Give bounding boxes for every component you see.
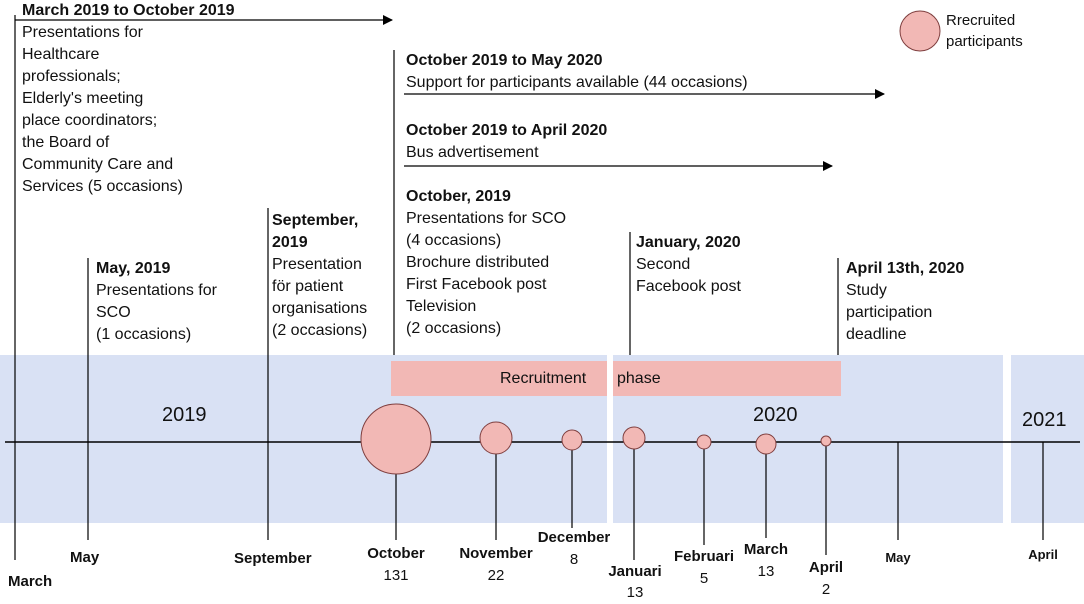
event-line: Services (5 occasions) (22, 178, 183, 195)
count-november: 22 (487, 567, 505, 584)
event-title: March 2019 to October 2019 (22, 2, 235, 19)
month-label-april-2021: April (1028, 547, 1058, 562)
recruitment-phase-label-part1: Recruitment (500, 370, 587, 387)
event-title: May, 2019 (96, 260, 171, 277)
event-line: Presentations for (96, 282, 217, 299)
bubble-februari (696, 434, 712, 450)
count-march-2020: 13 (757, 563, 775, 580)
recruitment-phase-label-part2: phase (617, 370, 661, 387)
bubble-october (360, 403, 432, 475)
band-2021 (1011, 355, 1084, 523)
event-line: deadline (846, 326, 907, 343)
bubble-december (561, 429, 583, 451)
legend-label-line1: Rrecruited (946, 12, 1016, 29)
recruitment-phase-bar-left (391, 361, 607, 396)
event-title: October, 2019 (406, 188, 511, 205)
event-line: Facebook post (636, 278, 741, 295)
recruitment-phase-bar-right (613, 361, 841, 396)
event-line: (2 occasions) (272, 322, 368, 339)
event-line: (2 occasions) (406, 320, 502, 337)
month-label-april-2020: April (808, 559, 844, 576)
month-label-september-2019: September (234, 550, 312, 567)
year-2021-label: 2021 (1022, 409, 1067, 431)
event-line: Healthcare (22, 46, 100, 63)
month-label-may-2019: May (70, 549, 100, 566)
event-line: First Facebook post (406, 276, 547, 293)
event-title: September, (272, 212, 359, 229)
event-line: för patient (272, 278, 344, 295)
event-line: place coordinators; (22, 112, 158, 129)
month-label-november: November (459, 545, 533, 562)
event-line: Television (406, 298, 477, 315)
count-januari: 13 (626, 584, 644, 601)
event-bus-advertisement: October 2019 to April 2020 Bus advertise… (406, 120, 607, 164)
event-title: April 13th, 2020 (846, 260, 965, 277)
count-februari: 5 (699, 570, 709, 587)
event-line: (1 occasions) (96, 326, 192, 343)
month-label-december: December (537, 529, 611, 546)
bubble-november (479, 421, 513, 455)
legend-label-line2: participants (946, 33, 1023, 50)
count-april-2020: 2 (821, 581, 831, 598)
month-label-februari: Februari (673, 548, 734, 565)
event-january-2020: January, 2020 Second Facebook post (636, 232, 741, 298)
month-label-may-2020: May (885, 550, 911, 565)
event-line: Presentation (272, 256, 362, 273)
year-2019-label: 2019 (162, 404, 207, 426)
event-line: Presentations for (22, 24, 143, 41)
count-december: 8 (569, 551, 579, 568)
event-support-participants: October 2019 to May 2020 Support for par… (406, 50, 748, 94)
legend-bubble-icon (899, 10, 941, 52)
event-line: the Board of (22, 134, 110, 151)
event-line: Study (846, 282, 887, 299)
legend-label: Rrecruited participants (946, 10, 1023, 52)
bubble-januari (622, 426, 646, 450)
month-label-march-2020: March (743, 541, 789, 558)
count-october: 131 (383, 567, 409, 584)
event-line: organisations (272, 300, 368, 317)
event-april-13-2020: April 13th, 2020 Study participation dea… (846, 258, 964, 346)
event-line: Brochure distributed (406, 254, 550, 271)
event-line: SCO (96, 304, 131, 321)
event-line: participation (846, 304, 933, 321)
event-mar-oct-2019: March 2019 to October 2019 Presentations… (22, 0, 235, 198)
month-label-march-2019: March (8, 573, 53, 590)
bubble-march-2020 (755, 433, 777, 455)
event-line: Presentations for SCO (406, 210, 567, 227)
event-line: Community Care and (22, 156, 174, 173)
event-title: January, 2020 (636, 234, 741, 251)
event-line: Support for participants available (44 o… (406, 74, 748, 91)
event-title: October 2019 to April 2020 (406, 122, 608, 139)
event-line: Bus advertisement (406, 144, 539, 161)
event-line: Second (636, 256, 691, 273)
year-2020-label: 2020 (753, 404, 798, 426)
event-september-2019: September, 2019 Presentation för patient… (272, 210, 367, 342)
month-label-october: October (367, 545, 425, 562)
event-line: Elderly's meeting (22, 90, 144, 107)
event-line: (4 occasions) (406, 232, 502, 249)
month-label-januari: Januari (608, 563, 662, 580)
bubble-april-2020 (820, 435, 832, 447)
event-title: October 2019 to May 2020 (406, 52, 603, 69)
event-october-2019: October, 2019 Presentations for SCO (4 o… (406, 186, 566, 340)
event-may-2019: May, 2019 Presentations for SCO (1 occas… (96, 258, 217, 346)
event-title: 2019 (272, 234, 308, 251)
event-line: professionals; (22, 68, 121, 85)
